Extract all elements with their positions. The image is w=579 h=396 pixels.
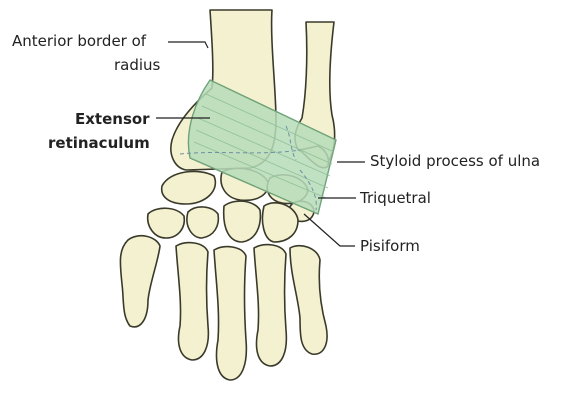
label-pisiform: Pisiform <box>360 236 420 256</box>
label-anterior-border-2: radius <box>114 55 160 75</box>
trapezoid-bone <box>187 207 218 238</box>
label-triquetral: Triquetral <box>360 188 431 208</box>
ring-metacarpal <box>254 245 286 366</box>
capitate-bone <box>224 201 261 242</box>
label-anterior-border: Anterior border of <box>12 31 146 51</box>
label-extensor: Extensor <box>75 109 150 129</box>
leader-pisiform <box>304 214 355 246</box>
little-metacarpal <box>290 246 327 355</box>
index-metacarpal <box>176 243 208 360</box>
trapezium-bone <box>148 208 185 238</box>
leader-anterior-border <box>168 42 208 48</box>
middle-metacarpal <box>214 247 246 380</box>
hamate-bone <box>262 203 298 242</box>
label-styloid: Styloid process of ulna <box>370 151 540 171</box>
scaphoid-bone <box>162 171 216 204</box>
label-extensor-2: retinaculum <box>48 133 150 153</box>
thumb-metacarpal <box>120 236 160 327</box>
